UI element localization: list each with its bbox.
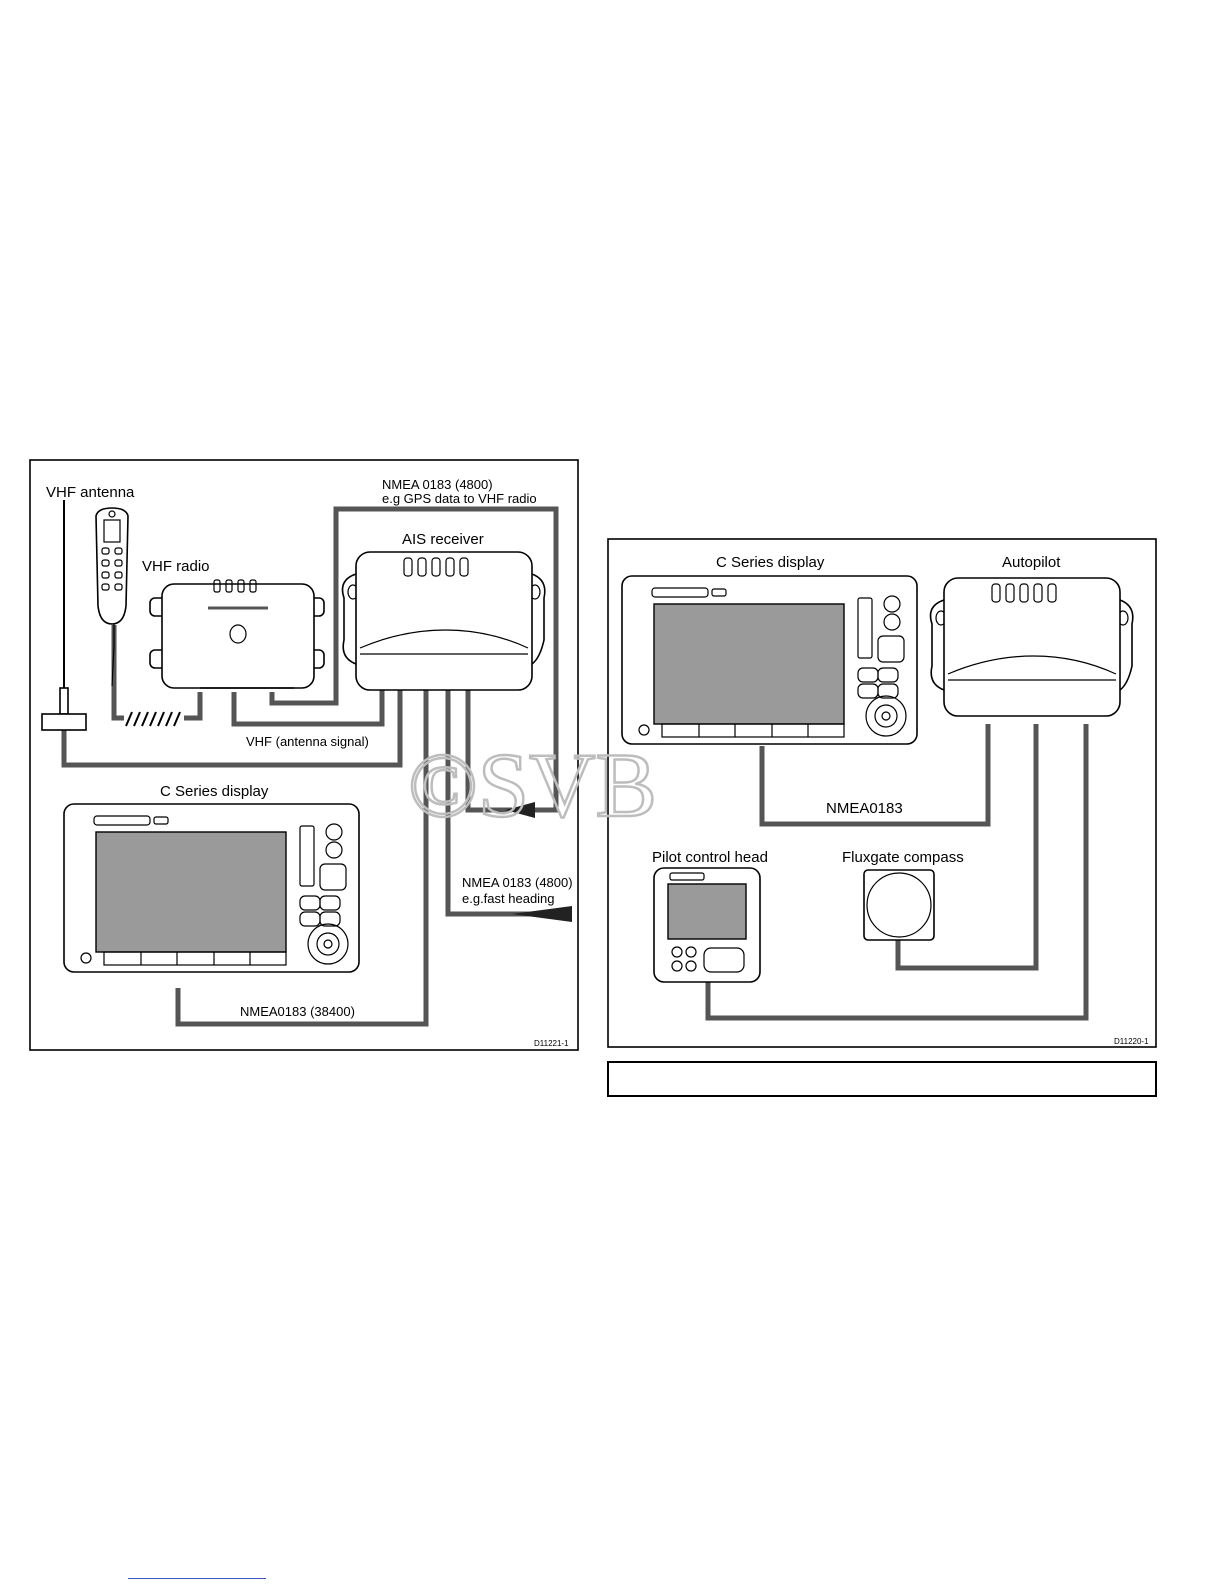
label-nmea-heading-sub: e.g.fast heading [462, 891, 555, 906]
arrow-heading-in-icon [512, 906, 572, 922]
label-vhf-antenna: VHF antenna [46, 484, 135, 501]
label-vhf-antenna-signal: VHF (antenna signal) [246, 734, 369, 749]
c-series-display-right [622, 576, 917, 744]
label-nmea-gps-title: NMEA 0183 (4800) [382, 477, 493, 492]
vhf-antenna [42, 500, 86, 730]
label-autopilot: Autopilot [1002, 554, 1061, 571]
label-nmea-gps-sub: e.g GPS data to VHF radio [382, 491, 537, 506]
watermark: ©SVB [408, 734, 657, 836]
label-ais-receiver: AIS receiver [402, 531, 484, 548]
fluxgate-compass-unit [864, 870, 934, 940]
drawing-id-right: D11220-1 [1114, 1037, 1149, 1046]
label-nmea-heading-title: NMEA 0183 (4800) [462, 875, 573, 890]
label-vhf-radio: VHF radio [142, 558, 210, 575]
label-c-series-display-left: C Series display [160, 783, 269, 800]
right-diagram: C Series display Autopilot NMEA0183 Pilo… [608, 539, 1156, 1047]
coiled-cable-icon [124, 712, 184, 726]
label-fluxgate-compass: Fluxgate compass [842, 849, 964, 866]
label-c-series-display-right: C Series display [716, 554, 825, 571]
label-nmea0183: NMEA0183 [826, 800, 903, 817]
label-pilot-control-head: Pilot control head [652, 849, 768, 866]
drawing-id-left: D11221-1 [534, 1039, 569, 1048]
vhf-radio-unit [150, 580, 324, 688]
footer-link-underline[interactable] [128, 1578, 266, 1579]
autopilot-unit [931, 578, 1133, 716]
label-nmea-38400: NMEA0183 (38400) [240, 1004, 355, 1019]
pilot-control-head-unit [654, 868, 760, 982]
ais-receiver-unit [343, 552, 545, 690]
c-series-display-left [64, 804, 359, 972]
caption-box [608, 1062, 1156, 1096]
